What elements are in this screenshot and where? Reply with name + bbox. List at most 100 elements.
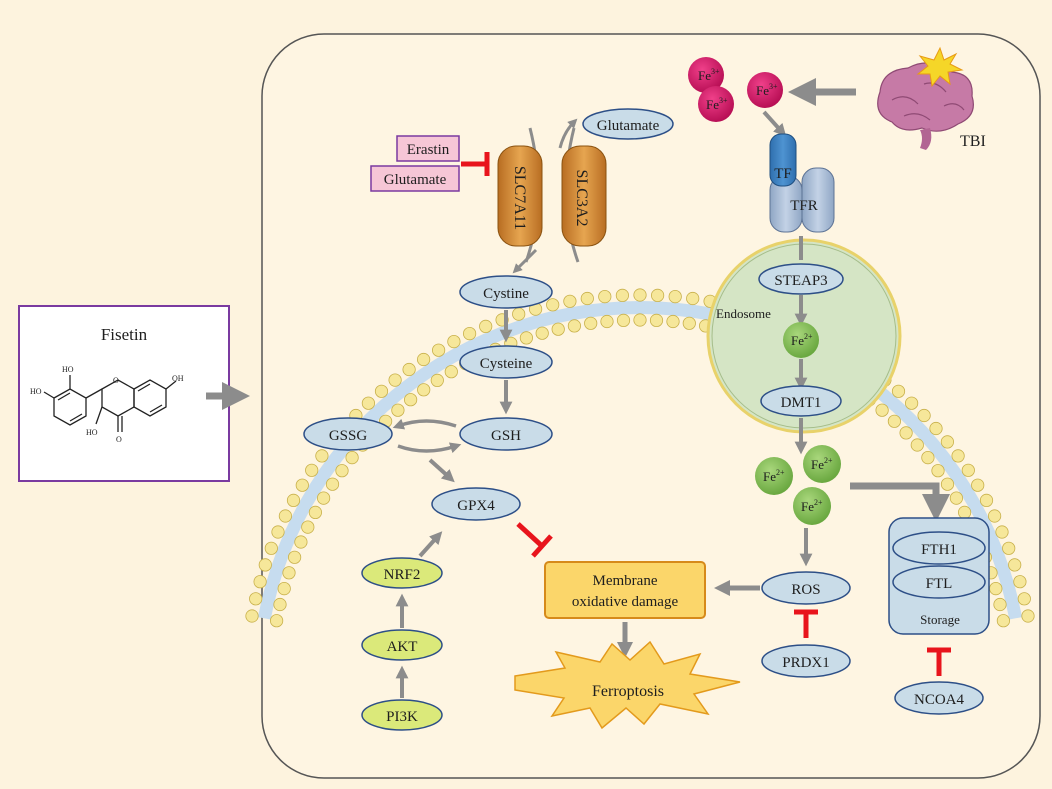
gpx4-label: GPX4 [457,498,495,514]
slc7a11-label: SLC7A11 [511,166,528,230]
gpx4-node [431,487,521,521]
inner-phospholipid-head [567,319,582,333]
outer-phospholipid-head [462,326,477,341]
dmt1-node [760,385,842,417]
fe2-label: Fe [811,457,824,472]
outer-phospholipid-head [1017,592,1031,606]
fe3-charge: 3+ [769,82,778,91]
nrf2-node [361,557,443,589]
inner-phospholipid-head [887,414,902,428]
outer-phospholipid-head [271,525,285,539]
glutamate-inhibitor-label: Glutamate [384,172,447,188]
fe2-pool [755,445,841,525]
outer-phospholipid-head [315,449,329,463]
outer-phospholipid-head [253,575,267,589]
storage-label: Storage [920,612,960,627]
membrane-damage-line1: Membrane [593,573,658,589]
outer-phospholipid-head [431,343,446,357]
inner-phospholipid-head [940,477,955,491]
fe3-charge: 3+ [719,96,728,105]
inner-phospholipid-head [269,614,284,628]
nrf2-label: NRF2 [384,567,421,583]
ferroptosis-label: Ferroptosis [592,683,664,700]
inner-phospholipid-head [910,438,924,452]
glutamate-out-node [582,108,674,140]
outer-phospholipid-head [1013,575,1027,589]
outer-phospholipid-head [388,373,402,387]
outer-phospholipid-head [249,592,263,606]
inner-phospholipid-head [875,403,889,417]
tbi-brain-illustration [877,46,974,150]
gsh-to-gssg-arrow [392,418,457,430]
cysteine-label: Cysteine [480,356,533,372]
fe3-ion [747,72,783,108]
tfr-label: TFR [790,198,818,214]
membrane-damage-line2: oxidative damage [572,594,679,610]
fe2-label: Fe [763,469,776,484]
outer-phospholipid-head [995,525,1009,539]
outer-phospholipid-head [598,289,612,304]
inner-phospholipid-head [282,566,296,580]
glutamate-out-label: Glutamate [597,118,660,134]
outer-phospholipid-head [258,558,272,572]
gsh-label: GSH [491,428,521,444]
outer-phospholipid-head [1002,541,1016,555]
inner-phospholipid-head [294,535,308,549]
endosome-label: Endosome [716,306,771,321]
fe3-ion [688,57,724,93]
outer-phospholipid-head [891,384,906,398]
outer-phospholipid-head [917,408,931,423]
erastin-inhibit-symbol [461,152,490,176]
svg-text:Fe2+: Fe2+ [801,498,823,514]
dmt1-label: DMT1 [781,395,822,411]
outer-phospholipid-head [374,384,389,398]
cystine-node [459,275,553,309]
fe2-charge: 2+ [814,498,823,507]
ftl-node [892,565,986,599]
ncoa4-node [894,681,984,715]
inner-phospholipid-head [551,322,565,336]
svg-text:Fe2+: Fe2+ [791,332,813,348]
inner-phospholipid-head [273,597,287,612]
fisetin-structure [43,375,177,432]
fisetin-title: Fisetin [101,325,148,344]
outer-phospholipid-head [295,478,309,492]
tfr-right-subunit [801,167,835,233]
fe2-charge: 2+ [776,468,785,477]
gssg-to-gsh-arrow [397,442,462,454]
fe3-charge: 3+ [711,67,720,76]
outer-phospholipid-head [633,288,647,302]
outer-phospholipid-head [512,307,526,321]
fe3-ion [698,86,734,122]
inner-phospholipid-head [989,581,1003,596]
outer-phospholipid-head [1008,558,1022,572]
fe2-charge: 2+ [804,332,813,341]
fisetin-ring-o-label: O [113,376,119,385]
fe2-to-storage-arrow [850,482,950,522]
tf-protein [769,133,797,187]
outer-phospholipid-head [650,288,665,302]
inner-phospholipid-head [535,326,549,340]
erastin-box [396,135,460,162]
gsh-node [459,417,553,451]
inner-phospholipid-head [949,491,964,505]
inner-phospholipid-head [682,316,696,330]
inner-phospholipid-head [444,365,458,379]
glutamate-export-arrow [558,118,578,149]
outer-phospholipid-head [951,449,965,463]
inner-phospholipid-head [993,597,1007,612]
fisetin-o-label: O [116,435,122,444]
inner-phospholipid-head [391,403,405,417]
outer-phospholipid-head [580,291,594,306]
ros-label: ROS [791,582,820,598]
membrane-damage-box [544,561,706,619]
outer-phospholipid-head [416,352,431,367]
system-xc-transporter [497,127,607,263]
svg-text:Fe2+: Fe2+ [763,468,785,484]
slc3a2-protein [561,145,607,247]
outer-phospholipid-head [447,334,461,349]
cysteine-node [459,345,553,379]
transferrin-receptor [769,133,835,233]
gssg-to-gpx4-arrow [428,458,455,483]
tf-label: TF [774,166,792,182]
